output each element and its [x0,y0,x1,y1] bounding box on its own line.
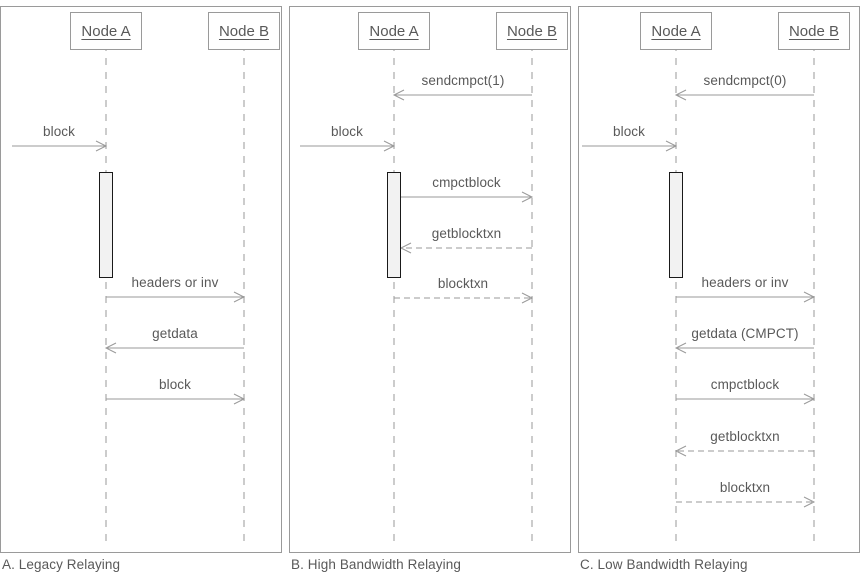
panel-c-message-arrow-4 [676,393,816,405]
panel-b-message-label-1: block [330,124,364,139]
panel-a-caption: A. Legacy Relaying [2,557,121,572]
panel-b-canvas [300,44,534,544]
panel-a: Node A Node B block headers or inv getdata bl… [0,0,282,581]
panel-b-message-arrow-2 [401,191,534,203]
panel-a-participant-node-a[interactable]: Node A [70,12,142,50]
panel-c-message-label-2: headers or inv [701,275,789,290]
panel-b-participant-node-b[interactable]: Node B [496,12,568,50]
panel-a-participant-label-node-b: Node B [218,22,270,40]
panel-b: Node A Node B sendcmpct(1) block cmpctblock g… [289,0,571,581]
panel-c-message-arrow-0 [674,89,814,101]
panel-a-message-label-0: block [42,124,76,139]
panel-c-message-label-5: getblocktxn [710,429,780,444]
panel-c-participant-label-node-a: Node A [651,22,701,40]
panel-b-message-label-4: blocktxn [437,276,489,291]
panel-c-message-arrow-6 [676,496,816,508]
panel-b-message-arrow-4 [394,292,534,304]
panel-b-frame [289,6,571,553]
panel-c-message-label-1: block [612,124,646,139]
panel-c-caption: C. Low Bandwidth Relaying [580,557,748,572]
panel-b-activation-bar [387,172,401,278]
panel-c-activation-bar [669,172,683,278]
panel-a-message-label-3: block [158,377,192,392]
panel-b-participant-label-node-b: Node B [506,22,558,40]
panel-c-message-arrow-3 [674,342,814,354]
panel-a-participant-label-node-a: Node A [81,22,131,40]
panel-a-message-arrow-3 [106,393,246,405]
panel-b-message-label-0: sendcmpct(1) [421,73,505,88]
panel-b-participant-label-node-a: Node A [369,22,419,40]
panel-b-message-label-3: getblocktxn [431,226,502,241]
panel-c-participant-label-node-b: Node B [788,22,840,40]
panel-a-participant-node-b[interactable]: Node B [208,12,280,50]
panel-b-message-arrow-1 [300,140,396,152]
panel-c-participant-node-b[interactable]: Node B [778,12,850,50]
panel-c-participant-node-a[interactable]: Node A [640,12,712,50]
panel-c-message-label-4: cmpctblock [710,377,780,392]
panel-a-canvas [12,44,246,544]
panel-a-message-label-2: getdata [152,326,198,341]
panel-c-frame [578,6,860,553]
panel-c: Node A Node B sendcmpct(0) block headers or … [578,0,860,581]
panel-b-participant-node-a[interactable]: Node A [358,12,430,50]
panel-b-message-arrow-3 [399,242,532,254]
panel-a-frame [0,6,282,553]
panel-c-canvas [582,44,816,544]
panel-c-message-arrow-5 [674,445,814,457]
panel-c-message-label-6: blocktxn [719,480,771,495]
panel-b-message-label-2: cmpctblock [432,175,501,190]
panel-c-message-arrow-2 [676,291,816,303]
panel-a-message-arrow-2 [104,342,244,354]
panel-b-message-arrow-0 [392,89,532,101]
panel-c-message-arrow-1 [582,140,678,152]
panel-a-activation-bar [99,172,113,278]
panel-b-caption: B. High Bandwidth Relaying [291,557,461,572]
panel-a-message-label-1: headers or inv [131,275,219,290]
panel-a-message-arrow-1 [106,291,246,303]
panel-a-message-arrow-0 [12,140,108,152]
panel-c-message-label-3: getdata (CMPCT) [691,326,799,341]
panel-c-message-label-0: sendcmpct(0) [703,73,787,88]
